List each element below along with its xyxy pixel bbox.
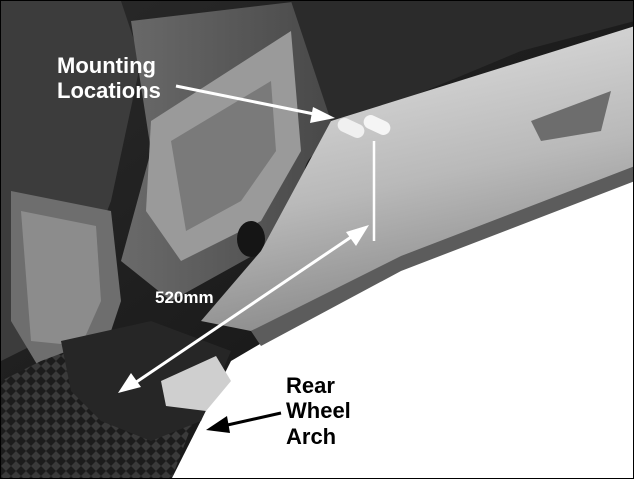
measurement-arrowhead-bottom [118, 373, 141, 393]
left-bracket-highlight [21, 211, 101, 346]
upper-panel [291, 1, 633, 121]
measurement-arrow-line [125, 227, 364, 391]
arch-arrowhead [206, 416, 230, 433]
rear-wheel-arch-label: Rear Wheel Arch [286, 373, 351, 449]
arch-label-line3: Arch [286, 423, 337, 449]
sill-recess [531, 91, 611, 141]
mounting-label-line1: Mounting [57, 53, 156, 78]
arch-arrow-line [222, 411, 282, 428]
mounting-stud-1 [337, 118, 365, 138]
side-sill [201, 26, 633, 331]
mounting-label-line2: Locations [57, 78, 161, 104]
mounting-stud-2 [363, 115, 391, 135]
grommet-2 [237, 221, 265, 257]
measurement-label: 520mm [155, 288, 214, 307]
mounting-locations-label: Mounting Locations [57, 53, 161, 104]
sill-lower-edge [251, 166, 633, 346]
ground-area [172, 171, 633, 478]
mounting-arrowhead [310, 107, 335, 123]
arch-label-line1: Rear [286, 373, 335, 398]
mounting-arrow-line [175, 84, 320, 117]
floor-bracket-inner [171, 81, 276, 231]
arch-highlight [161, 356, 231, 411]
measurement-arrowhead-top [346, 225, 369, 246]
arch-label-line2: Wheel [286, 398, 351, 424]
wheel-arch-liner [61, 321, 231, 441]
